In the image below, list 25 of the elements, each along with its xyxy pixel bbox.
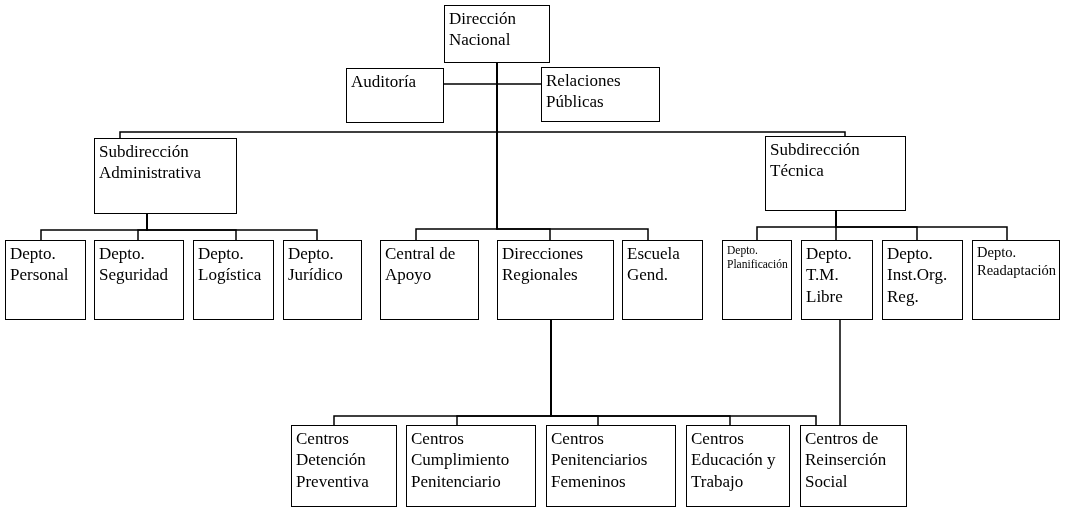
org-unit-box: Depto. Personal: [5, 240, 86, 320]
org-unit-box: Depto. Seguridad: [94, 240, 184, 320]
org-unit-box: Central de Apoyo: [380, 240, 479, 320]
org-unit-box: Subdirección Administrativa: [94, 138, 237, 214]
org-unit-box: Subdirección Técnica: [765, 136, 906, 211]
org-unit-box: Depto. T.M. Libre: [801, 240, 873, 320]
org-unit-box: Depto. Planificación: [722, 240, 792, 320]
org-unit-box: Depto. Readaptación: [972, 240, 1060, 320]
org-unit-box: Centros de Reinserción Social: [800, 425, 907, 507]
org-unit-box: Depto. Logística: [193, 240, 274, 320]
org-unit-box: Centros Cumplimiento Penitenciario: [406, 425, 536, 507]
org-unit-box: Direcciones Regionales: [497, 240, 614, 320]
connector-line: [839, 319, 841, 426]
org-unit-box: Relaciones Públicas: [541, 67, 660, 122]
org-unit-box: Centros Detención Preventiva: [291, 425, 397, 507]
connector-line: [496, 62, 649, 241]
org-unit-box: Depto. Jurídico: [283, 240, 362, 320]
org-unit-box: Depto. Inst.Org. Reg.: [882, 240, 963, 320]
org-unit-box: Auditoría: [346, 68, 444, 123]
org-unit-box: Centros Educación y Trabajo: [686, 425, 790, 507]
org-unit-box: Dirección Nacional: [444, 5, 550, 63]
connector-line: [835, 210, 1008, 241]
org-unit-box: Centros Penitenciarios Femeninos: [546, 425, 676, 507]
connector-line: [146, 213, 318, 241]
org-unit-box: Escuela Gend.: [622, 240, 703, 320]
